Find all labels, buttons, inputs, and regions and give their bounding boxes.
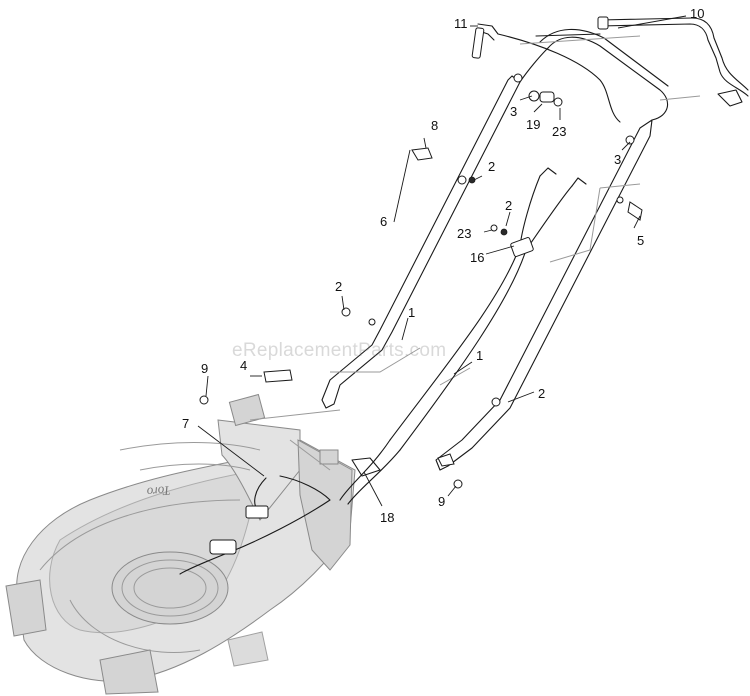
callout-9-left: 9 — [201, 361, 208, 376]
callout-2-upper: 2 — [488, 159, 495, 174]
callout-9-right: 9 — [438, 494, 445, 509]
leader-lines — [197, 15, 687, 507]
callout-4: 4 — [240, 358, 247, 373]
callout-11: 11 — [454, 16, 468, 31]
callout-23-top: 23 — [552, 124, 566, 139]
callout-18: 18 — [380, 510, 394, 525]
watermark: eReplacementParts.com — [232, 340, 447, 361]
callout-10: 10 — [690, 6, 704, 21]
callout-23-middle: 23 — [457, 226, 471, 241]
callout-8: 8 — [431, 118, 438, 133]
mower-deck: Toro — [5, 393, 356, 695]
callout-2-right: 2 — [538, 386, 545, 401]
deck-logo: Toro — [146, 483, 171, 500]
callout-labels: 1 1 2 2 2 2 3 3 4 5 6 7 8 9 9 10 11 16 1… — [182, 6, 704, 525]
callout-5: 5 — [637, 233, 644, 248]
callout-7: 7 — [182, 416, 189, 431]
callout-1-upper: 1 — [408, 305, 415, 320]
callout-16: 16 — [470, 250, 484, 265]
callout-19: 19 — [526, 117, 540, 132]
callout-1-lower: 1 — [476, 348, 483, 363]
callout-3-right: 3 — [614, 152, 621, 167]
callout-2-left: 2 — [335, 279, 342, 294]
callout-3-left: 3 — [510, 104, 517, 119]
callout-2-middle: 2 — [505, 198, 512, 213]
callout-6: 6 — [380, 214, 387, 229]
handle-assembly — [179, 16, 749, 575]
